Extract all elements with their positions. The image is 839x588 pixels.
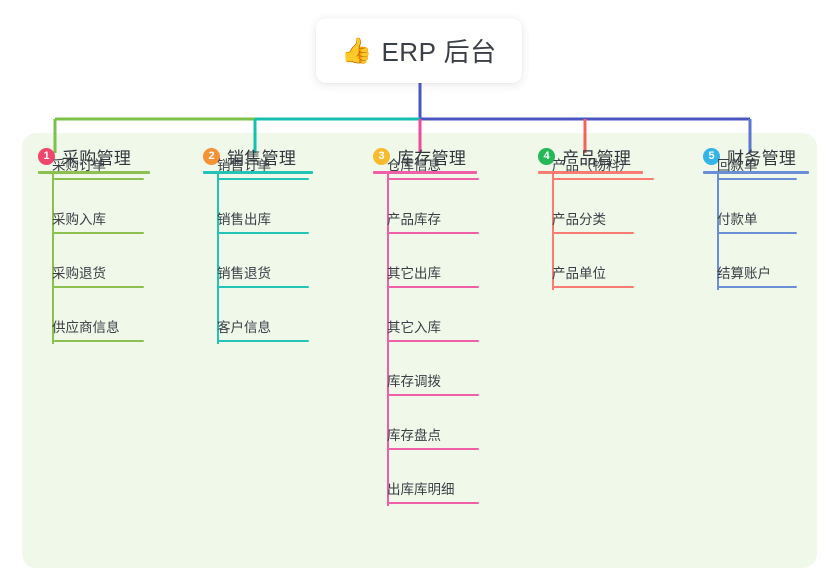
branch-item-label: 其它出库 [387,266,441,281]
branch-item-sales-2[interactable]: 销售出库 [217,204,313,234]
branch-item-underline [717,178,797,180]
branch-item-label: 库存盘点 [387,428,441,443]
branch-item-underline [552,232,634,234]
branch-item-inventory-3[interactable]: 其它出库 [387,258,483,288]
branch-item-underline [217,340,309,342]
branch-item-underline [552,286,634,288]
branch-item-inventory-7[interactable]: 出库库明细 [387,474,483,504]
branch-item-inventory-6[interactable]: 库存盘点 [387,420,483,450]
branches-panel [22,133,817,568]
branch-header-inventory[interactable]: 3 库存管理 [373,144,466,169]
root-node-content: 👍 ERP 后台 [341,32,496,69]
branch-item-label: 其它入库 [387,320,441,335]
branch-item-underline [552,178,654,180]
branch-item-label: 出库库明细 [387,482,455,497]
branch-number-badge-sales: 2 [203,148,220,165]
branch-item-underline [387,502,479,504]
branch-item-label: 产品单位 [552,266,606,281]
branch-item-finance-3[interactable]: 结算账户 [717,258,801,288]
branch-number-badge-purchase: 1 [38,148,55,165]
branch-number-badge-finance: 5 [703,148,720,165]
branch-item-label: 产品（物料） [552,158,633,173]
branch-number-badge-product: 4 [538,148,555,165]
branch-header-product[interactable]: 4 产品管理 [538,144,631,169]
branch-item-underline [217,232,309,234]
branch-item-purchase-1[interactable]: 采购订单 [52,150,148,180]
branch-title-product: 产品管理 [562,149,632,168]
branch-item-underline [387,286,479,288]
branch-item-label: 回款单 [717,158,758,173]
branch-item-underline [387,340,479,342]
branch-underline-inventory [373,171,477,174]
branch-item-finance-2[interactable]: 付款单 [717,204,801,234]
branch-item-underline [387,448,479,450]
branch-item-sales-3[interactable]: 销售退货 [217,258,313,288]
branch-underline-product [538,171,643,174]
branch-header-purchase[interactable]: 1 采购管理 [38,144,131,169]
branch-item-inventory-1[interactable]: 仓库信息 [387,150,483,180]
branch-item-inventory-2[interactable]: 产品库存 [387,204,483,234]
branch-item-label: 付款单 [717,212,758,227]
branch-underline-sales [203,171,313,174]
branch-header-finance[interactable]: 5 财务管理 [703,144,796,169]
branch-spine-purchase [52,174,54,344]
branch-underline-purchase [38,171,150,174]
branch-item-label: 采购入库 [52,212,106,227]
branch-item-label: 供应商信息 [52,320,120,335]
branch-item-underline [717,232,797,234]
branch-item-label: 结算账户 [717,266,771,281]
branch-item-underline [52,286,144,288]
branch-title-sales: 销售管理 [227,149,297,168]
branch-underline-finance [703,171,809,174]
branch-item-label: 仓库信息 [387,158,441,173]
branch-title-finance: 财务管理 [727,149,797,168]
branch-title-inventory: 库存管理 [397,149,467,168]
branch-item-underline [52,340,144,342]
branch-item-purchase-4[interactable]: 供应商信息 [52,312,148,342]
branch-item-underline [217,178,309,180]
branch-item-sales-1[interactable]: 销售订单 [217,150,313,180]
branch-item-inventory-4[interactable]: 其它入库 [387,312,483,342]
branch-item-purchase-2[interactable]: 采购入库 [52,204,148,234]
branch-item-product-1[interactable]: 产品（物料） [552,150,658,180]
branch-item-label: 库存调拨 [387,374,441,389]
thumbs-up-icon: 👍 [341,37,373,65]
branch-item-product-3[interactable]: 产品单位 [552,258,638,288]
branch-item-underline [387,178,479,180]
branch-item-underline [387,232,479,234]
branch-item-sales-4[interactable]: 客户信息 [217,312,313,342]
branch-title-purchase: 采购管理 [62,149,132,168]
branch-spine-sales [217,174,219,344]
branch-number-badge-inventory: 3 [373,148,390,165]
branch-item-label: 销售出库 [217,212,271,227]
branch-item-finance-1[interactable]: 回款单 [717,150,801,180]
branch-item-underline [717,286,797,288]
branch-item-product-2[interactable]: 产品分类 [552,204,638,234]
branch-item-label: 采购订单 [52,158,106,173]
branch-item-underline [52,232,144,234]
branch-header-sales[interactable]: 2 销售管理 [203,144,296,169]
branch-item-label: 产品分类 [552,212,606,227]
root-node-erp[interactable]: 👍 ERP 后台 [316,18,522,83]
root-node-label: ERP 后台 [381,37,497,67]
branch-item-label: 产品库存 [387,212,441,227]
branch-item-purchase-3[interactable]: 采购退货 [52,258,148,288]
branch-item-label: 客户信息 [217,320,271,335]
branch-item-label: 销售订单 [217,158,271,173]
branch-item-label: 销售退货 [217,266,271,281]
branch-item-label: 采购退货 [52,266,106,281]
branch-item-inventory-5[interactable]: 库存调拨 [387,366,483,396]
branch-item-underline [387,394,479,396]
branch-item-underline [217,286,309,288]
branch-item-underline [52,178,144,180]
